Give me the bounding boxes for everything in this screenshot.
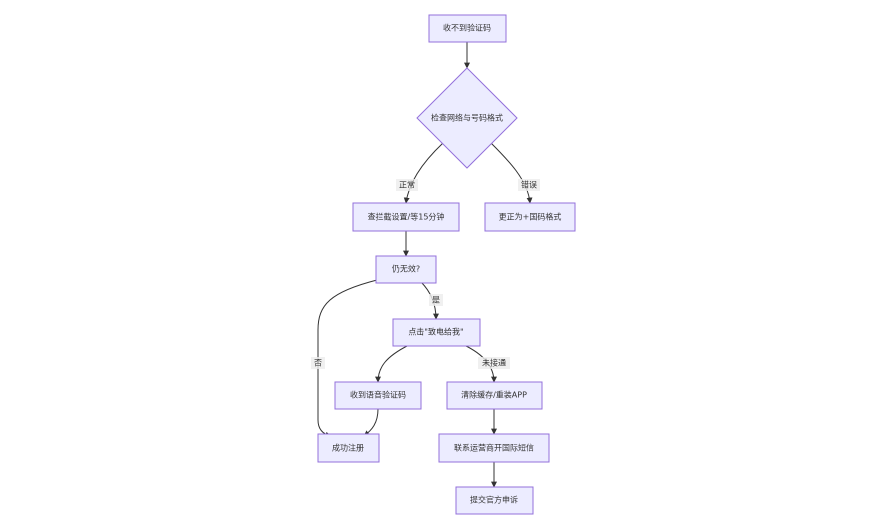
node-call-me[interactable]: 点击"致电给我"	[392, 318, 481, 347]
edge-label-not-connected: 未接通	[478, 357, 510, 369]
node-voice-code[interactable]: 收到语音验证码	[334, 381, 422, 410]
edge-voice-to-success	[363, 408, 379, 437]
node-fix-format-label: 更正为+国码格式	[499, 212, 562, 222]
edge-call-to-voice	[375, 344, 410, 383]
svg-text:正常: 正常	[399, 181, 415, 190]
node-appeal-label: 提交官方申诉	[470, 495, 518, 505]
edge-check-to-block	[403, 142, 444, 204]
node-clear-cache[interactable]: 清除缓存/重装APP	[446, 381, 543, 410]
node-success[interactable]: 成功注册	[317, 433, 380, 463]
node-still-fail[interactable]: 仍无效?	[375, 255, 437, 284]
node-start-label: 收不到验证码	[443, 23, 491, 33]
edge-label-no: 否	[311, 357, 325, 369]
node-check-block-label: 查拦截设置/等15分钟	[368, 212, 445, 222]
edge-still-to-success	[317, 279, 378, 438]
node-check-label: 检查网络与号码格式	[431, 113, 503, 123]
node-voice-code-label: 收到语音验证码	[350, 390, 406, 400]
node-check-block[interactable]: 查拦截设置/等15分钟	[352, 202, 460, 232]
edge-labels: 正常 错误 是 否 未接通	[311, 179, 540, 369]
edge-label-normal: 正常	[396, 179, 418, 191]
svg-text:错误: 错误	[521, 180, 537, 190]
node-check-diamond[interactable]: 检查网络与号码格式	[416, 67, 518, 169]
node-still-fail-label: 仍无效?	[392, 264, 420, 274]
edge-label-yes: 是	[429, 294, 443, 306]
node-contact-carrier-label: 联系运营商开国际短信	[454, 443, 534, 453]
svg-text:未接通: 未接通	[482, 358, 506, 368]
nodes: 收不到验证码 检查网络与号码格式 查拦截设置/等15分钟 更正为+国码格式 仍无…	[317, 14, 576, 515]
svg-text:是: 是	[432, 296, 440, 305]
node-contact-carrier[interactable]: 联系运营商开国际短信	[438, 433, 550, 463]
edge-check-to-fix	[490, 142, 533, 204]
node-clear-cache-label: 清除缓存/重装APP	[461, 390, 527, 400]
node-appeal[interactable]: 提交官方申诉	[455, 486, 534, 515]
edge-label-error: 错误	[518, 179, 540, 191]
svg-text:否: 否	[314, 359, 322, 368]
node-success-label: 成功注册	[332, 443, 364, 453]
node-fix-format[interactable]: 更正为+国码格式	[484, 202, 576, 232]
node-start[interactable]: 收不到验证码	[428, 14, 507, 43]
node-call-me-label: 点击"致电给我"	[408, 327, 463, 337]
